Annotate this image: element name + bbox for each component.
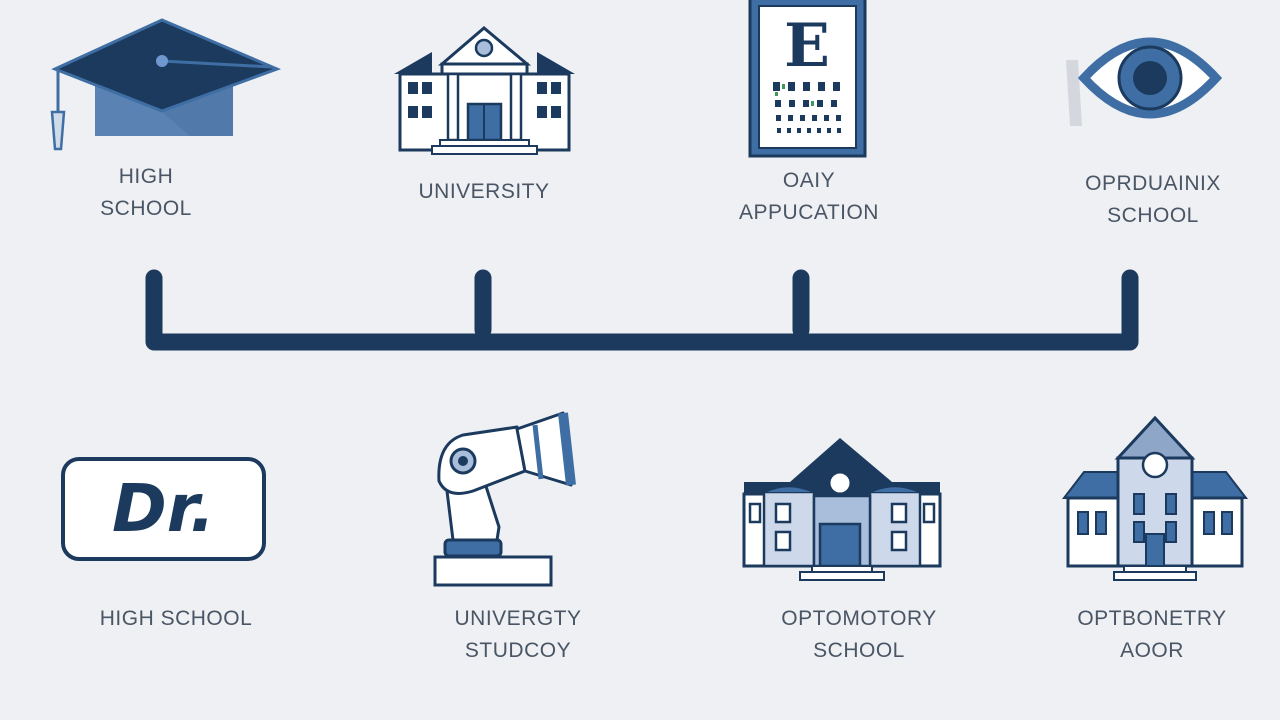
university-building-icon [394,26,575,155]
svg-text:E: E [784,11,830,81]
stage-label-university: UNIVERSITY [418,180,550,203]
clock-tower-building-icon [1061,415,1249,581]
phoropter-icon [433,411,576,587]
eye-chart-icon: E [748,0,867,158]
graduation-cap-icon [50,18,282,151]
stage-label-doctor: HIGH SCHOOL [99,607,253,630]
timeline-main-line [145,269,1139,351]
eye-icon [1066,37,1222,126]
doctor-title-text: Dr. [112,470,215,547]
doctor-title-badge-icon: Dr. [61,457,266,561]
school-building-icon [742,438,942,581]
